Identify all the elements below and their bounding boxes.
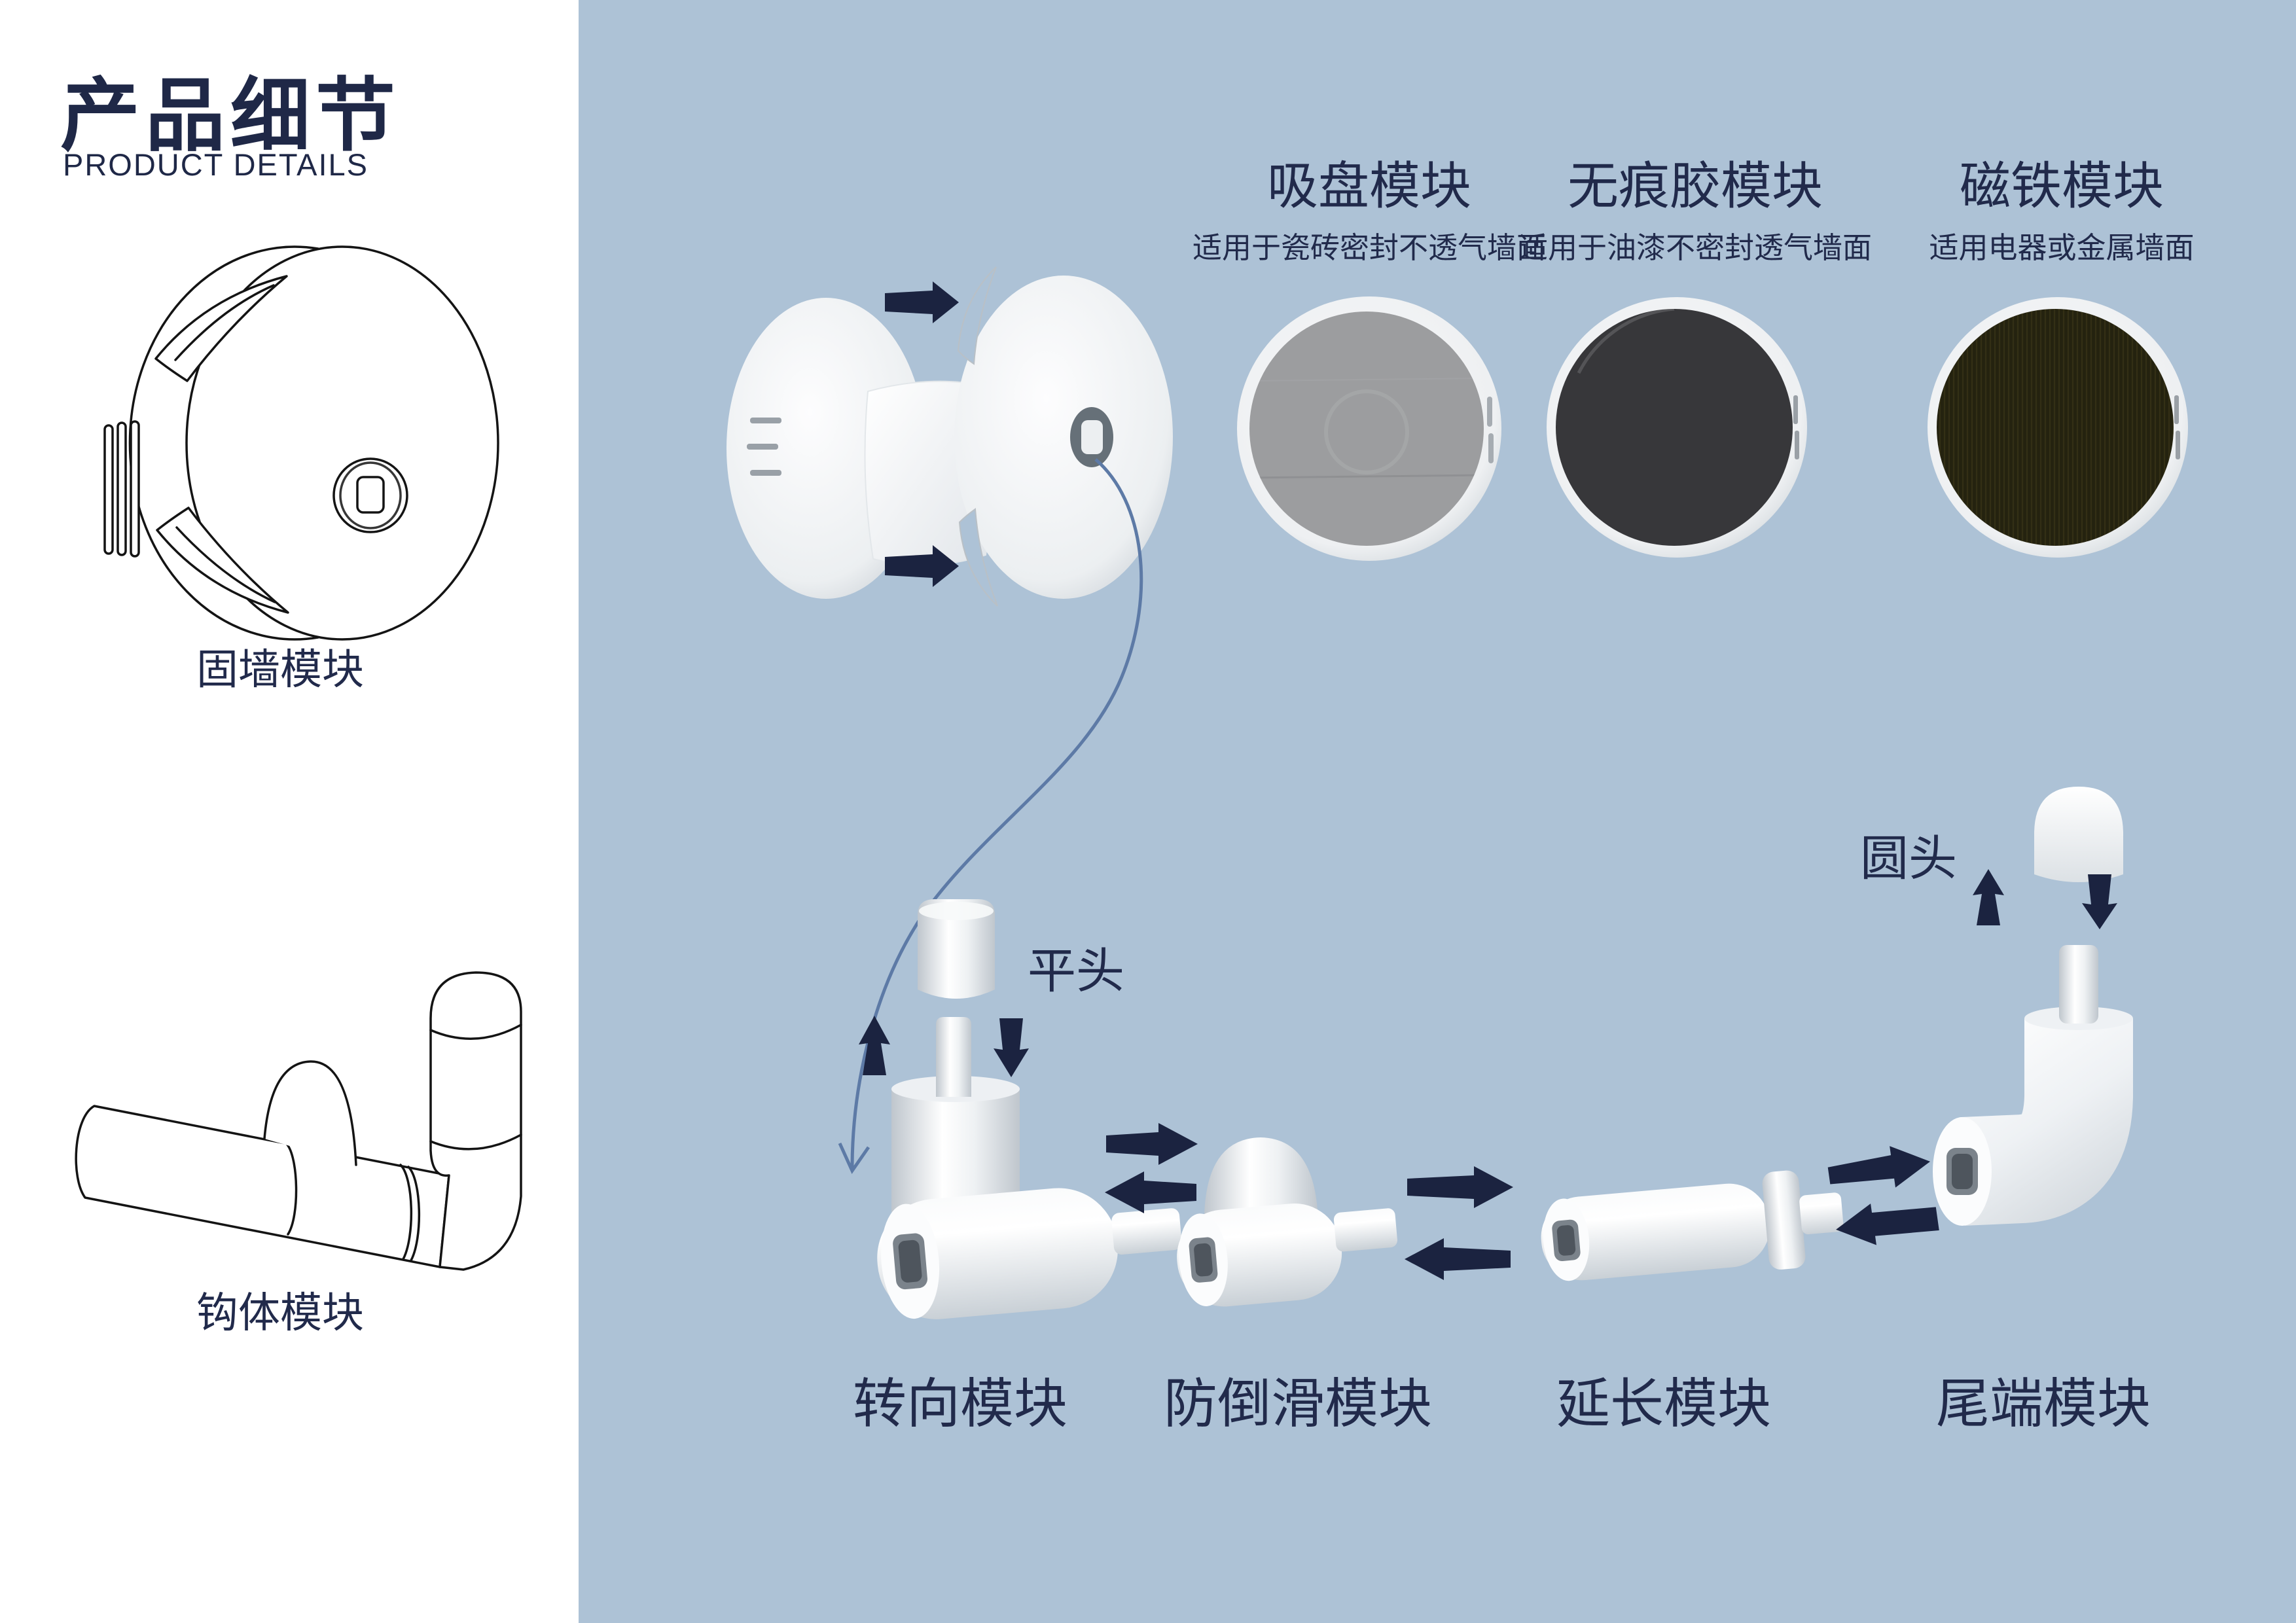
assemble-arrow-right-bottom	[885, 545, 959, 587]
magnet-module-render	[1928, 297, 2188, 558]
arrow-up	[1973, 869, 2004, 925]
wall-module-label: 固墙模块	[196, 646, 364, 693]
hook-module-label: 钩体模块	[196, 1289, 364, 1336]
arrow-down	[994, 1018, 1029, 1077]
adhesive-module-desc: 适用于油漆不密封透气墙面	[1518, 231, 1872, 264]
page-title: 产品细节	[60, 71, 401, 160]
suction-module-desc: 适用于瓷砖密封不透气墙面	[1192, 231, 1546, 264]
anti-slip-module-label: 防倒滑模块	[1164, 1374, 1433, 1434]
arrow-right	[1407, 1166, 1513, 1208]
extension-module-label: 延长模块	[1556, 1374, 1772, 1434]
flat-head-cap-render	[918, 899, 995, 999]
tail-module-render	[1933, 945, 2133, 1226]
magnet-module-name: 磁铁模块	[1959, 157, 2164, 215]
adhesive-module-name: 无痕胶模块	[1567, 157, 1823, 215]
arrow-right	[1106, 1123, 1198, 1165]
steering-module-label: 转向模块	[853, 1374, 1068, 1434]
hook-module-line-drawing	[75, 971, 522, 1271]
arrow-left	[1836, 1204, 1939, 1245]
exploded-wall-module-render	[726, 266, 1173, 607]
suction-module-name: 吸盘模块	[1266, 157, 1471, 215]
extension-module-render	[1541, 1170, 1844, 1281]
magnet-module-desc: 适用电器或金属墙面	[1929, 231, 2195, 264]
steering-module-render	[877, 1017, 1182, 1319]
suction-module-render	[1237, 296, 1501, 561]
adhesive-module-render	[1547, 297, 1807, 558]
page-subtitle: PRODUCT DETAILS	[63, 147, 368, 182]
arrow-left	[1405, 1238, 1511, 1280]
wall-module-line-drawing	[103, 245, 499, 641]
arrow-down	[2082, 874, 2117, 929]
tail-module-label: 尾端模块	[1936, 1374, 2151, 1434]
round-head-label: 圆头	[1860, 831, 1957, 885]
arrow-left	[1105, 1171, 1196, 1213]
arrow-up	[859, 1016, 890, 1075]
assemble-arrow-right-top	[885, 281, 959, 323]
flat-head-label: 平头	[1028, 944, 1124, 998]
anti-slip-module-render	[1177, 1137, 1397, 1307]
arrow-right	[1827, 1146, 1930, 1188]
blue-background-panel	[579, 0, 2296, 1623]
round-head-cap-render	[2034, 787, 2123, 882]
